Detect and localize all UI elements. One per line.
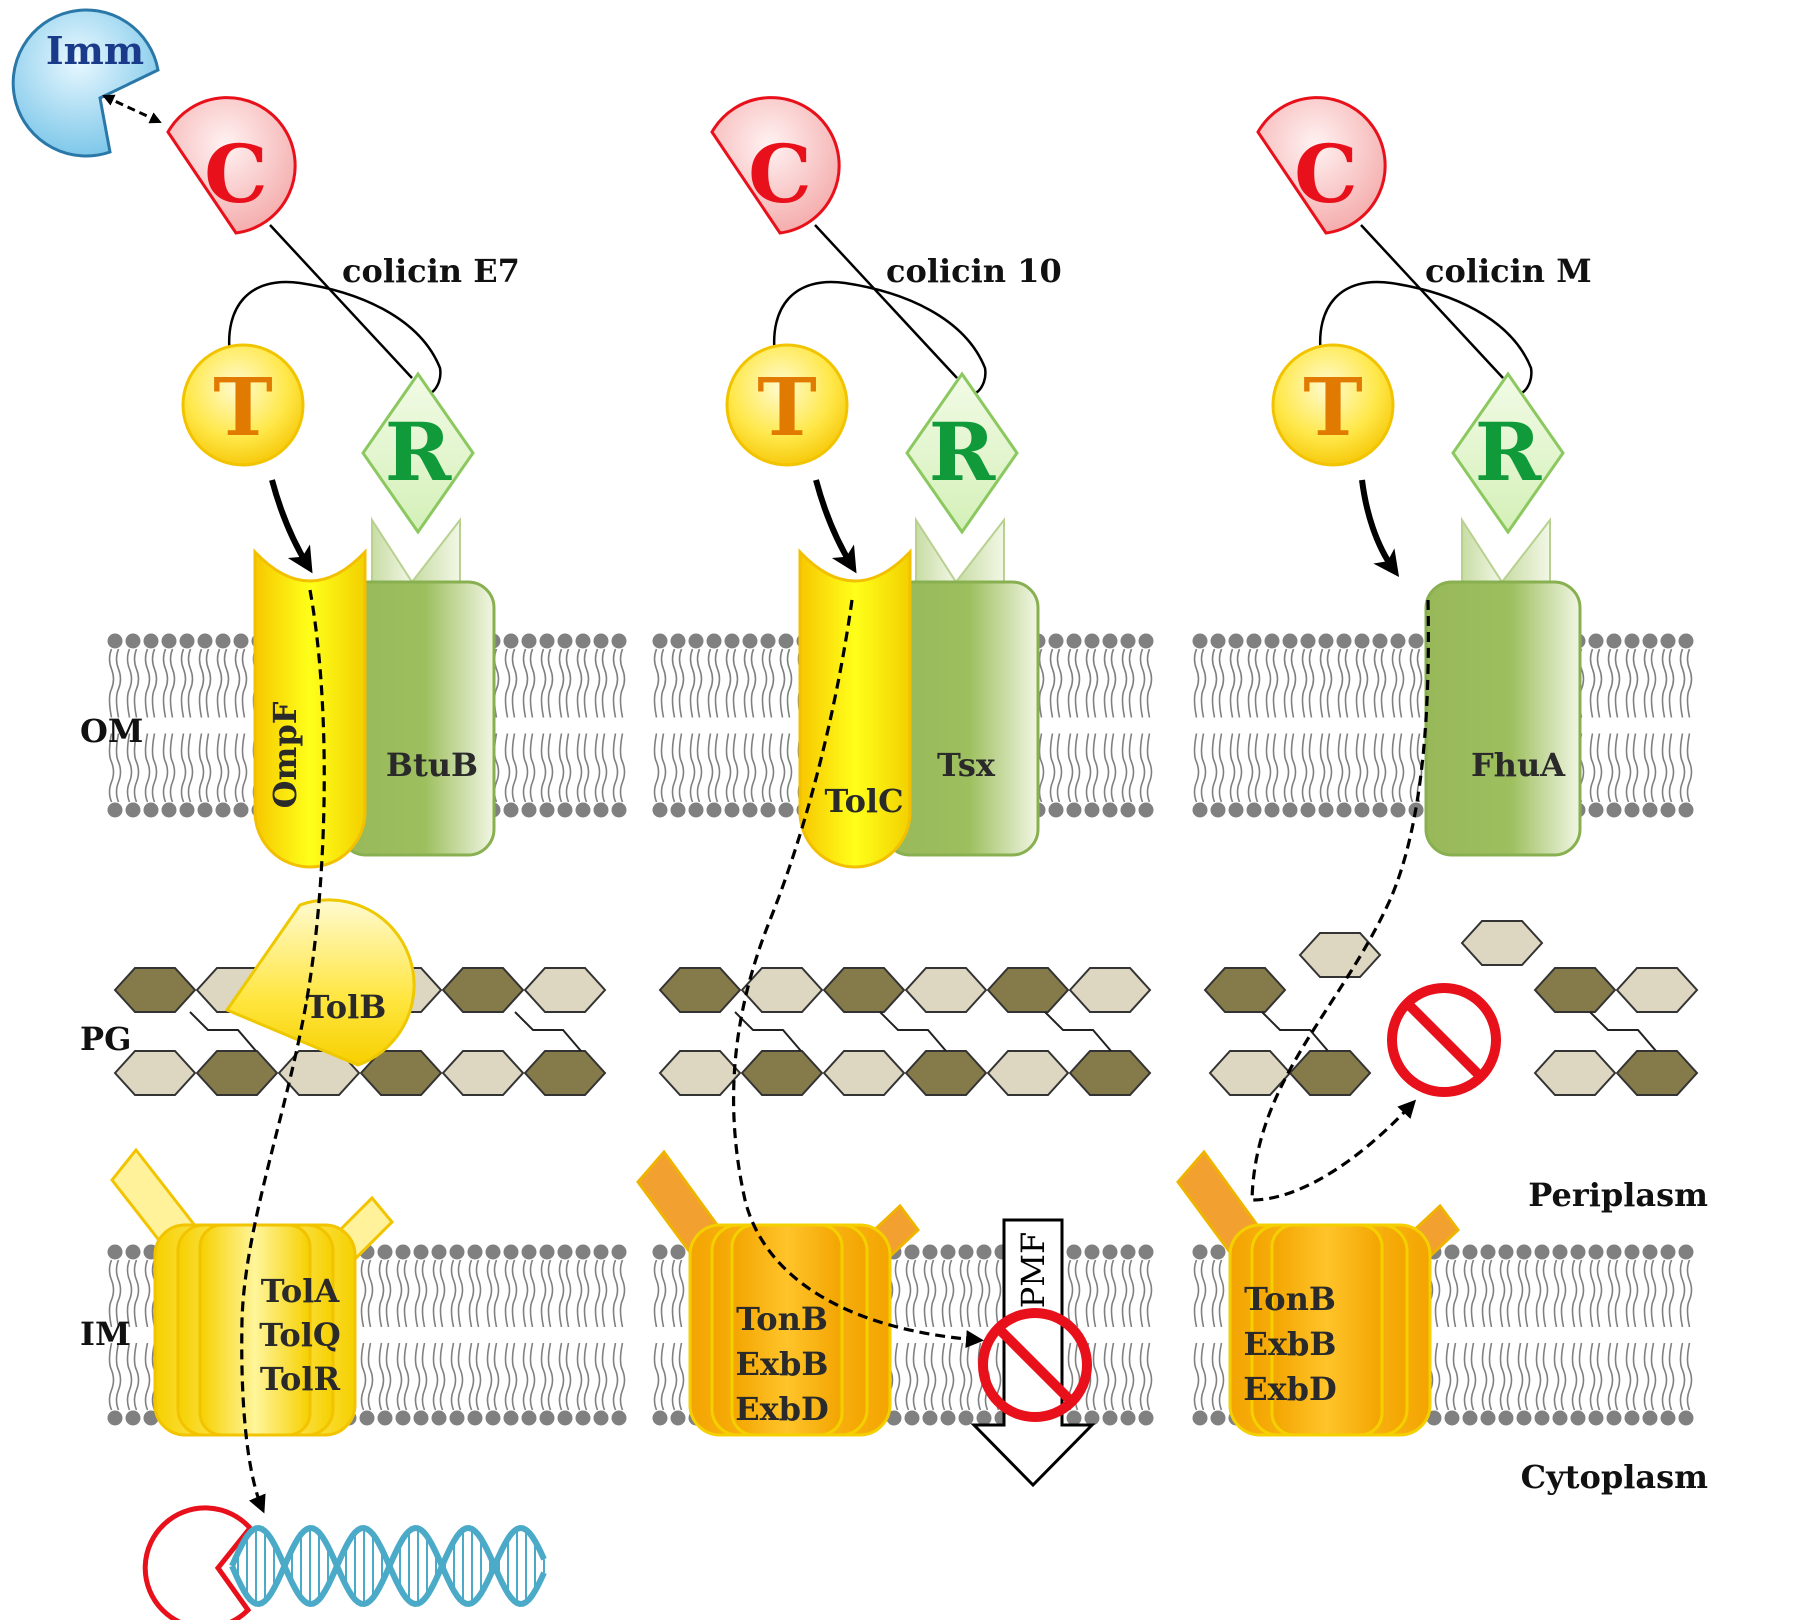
translocation-path — [731, 599, 984, 1349]
translocation-path — [240, 589, 326, 1514]
receptor-barrel — [1424, 580, 1582, 857]
t-to-translocator-arrow — [269, 479, 313, 574]
colicin-name: colicin 10 — [886, 252, 1062, 290]
pmf-arrow — [970, 1218, 1096, 1488]
cytoplasm-label: Cytoplasm — [1521, 1458, 1708, 1496]
receptor-label: Tsx — [937, 746, 996, 784]
om-label: OM — [80, 712, 143, 750]
im-complex: TonB ExbB ExbD — [636, 1149, 921, 1437]
receptor-domain-label: R — [929, 405, 996, 499]
prohibit-icon — [978, 1308, 1092, 1422]
translocation-domain — [725, 343, 849, 467]
im-complex: TolA TolQ TolR — [110, 1147, 395, 1437]
tolb-label: TolB — [306, 988, 387, 1026]
receptor-domain-label: R — [1475, 405, 1542, 499]
imm-binding-arrow — [102, 94, 162, 124]
t-to-receptor-arrow — [1359, 479, 1400, 578]
translocator-channel — [253, 548, 367, 869]
cytotoxic-domain-label: C — [748, 127, 812, 221]
panel-colicin-e7: C colicin E7 T R BtuB OmpF TolB TolA — [110, 96, 547, 1620]
receptor-label: FhuA — [1471, 746, 1566, 784]
translocation-domain-label: T — [213, 360, 273, 454]
im-complex: TonB ExbB ExbD — [1176, 1149, 1461, 1437]
receptor-domain-label: R — [385, 405, 452, 499]
linker-c-r — [814, 224, 958, 379]
im-protein-3: ExbD — [735, 1390, 829, 1428]
receptor-label: BtuB — [386, 746, 478, 784]
periplasm-label: Periplasm — [1528, 1176, 1708, 1214]
translocation-domain — [1271, 343, 1395, 467]
nuclease-domain — [142, 1505, 254, 1620]
receptor-domain — [361, 371, 475, 535]
tolb-protein — [224, 898, 416, 1067]
panel-colicin-m: C colicin M T R FhuA TonB ExbB ExbD — [1176, 96, 1592, 1437]
im-protein-1: TolA — [261, 1272, 341, 1310]
linker-c-r — [269, 224, 413, 379]
im-protein-2: ExbB — [1244, 1325, 1337, 1363]
translocator-channel — [798, 548, 912, 869]
t-to-translocator-arrow — [813, 479, 857, 574]
immunity-label: Imm — [46, 28, 144, 73]
peptidoglycan-layer — [113, 920, 1699, 1096]
cytotoxic-domain-label: C — [1294, 127, 1358, 221]
cytotoxic-domain — [1256, 96, 1387, 235]
linker-t-r — [1318, 280, 1533, 396]
im-protein-1: TonB — [736, 1300, 828, 1338]
im-protein-3: ExbD — [1243, 1370, 1337, 1408]
translocation-path — [1250, 599, 1430, 1202]
immunity-protein: Imm — [11, 8, 160, 158]
im-protein-3: TolR — [260, 1360, 341, 1398]
panel-colicin-10: C colicin 10 T R Tsx TolC TonB ExbB ExbD… — [636, 96, 1096, 1488]
translocation-domain — [181, 343, 305, 467]
receptor-domain — [905, 371, 1019, 535]
translocator-label: TolC — [824, 782, 903, 820]
dna-helix — [229, 1524, 547, 1608]
linker-c-r — [1360, 224, 1504, 379]
translocation-domain-label: T — [757, 360, 817, 454]
cytotoxic-domain — [166, 96, 297, 235]
colicin-name: colicin E7 — [342, 252, 520, 290]
linker-t-r — [772, 280, 987, 396]
translocator-label: OmpF — [266, 701, 304, 808]
im-protein-2: ExbB — [736, 1345, 829, 1383]
im-protein-1: TonB — [1244, 1280, 1336, 1318]
colicin-name: colicin M — [1425, 252, 1592, 290]
cytotoxic-domain — [710, 96, 841, 235]
prohibit-icon — [1387, 983, 1501, 1097]
pmf-label: PMF — [1014, 1232, 1052, 1309]
im-protein-2: TolQ — [259, 1316, 341, 1354]
linker-t-r — [227, 280, 442, 396]
receptor-domain — [1451, 371, 1565, 535]
cytotoxic-domain-label: C — [204, 127, 268, 221]
translocation-domain-label: T — [1303, 360, 1363, 454]
pg-label: PG — [80, 1020, 131, 1058]
im-label: IM — [80, 1315, 130, 1353]
